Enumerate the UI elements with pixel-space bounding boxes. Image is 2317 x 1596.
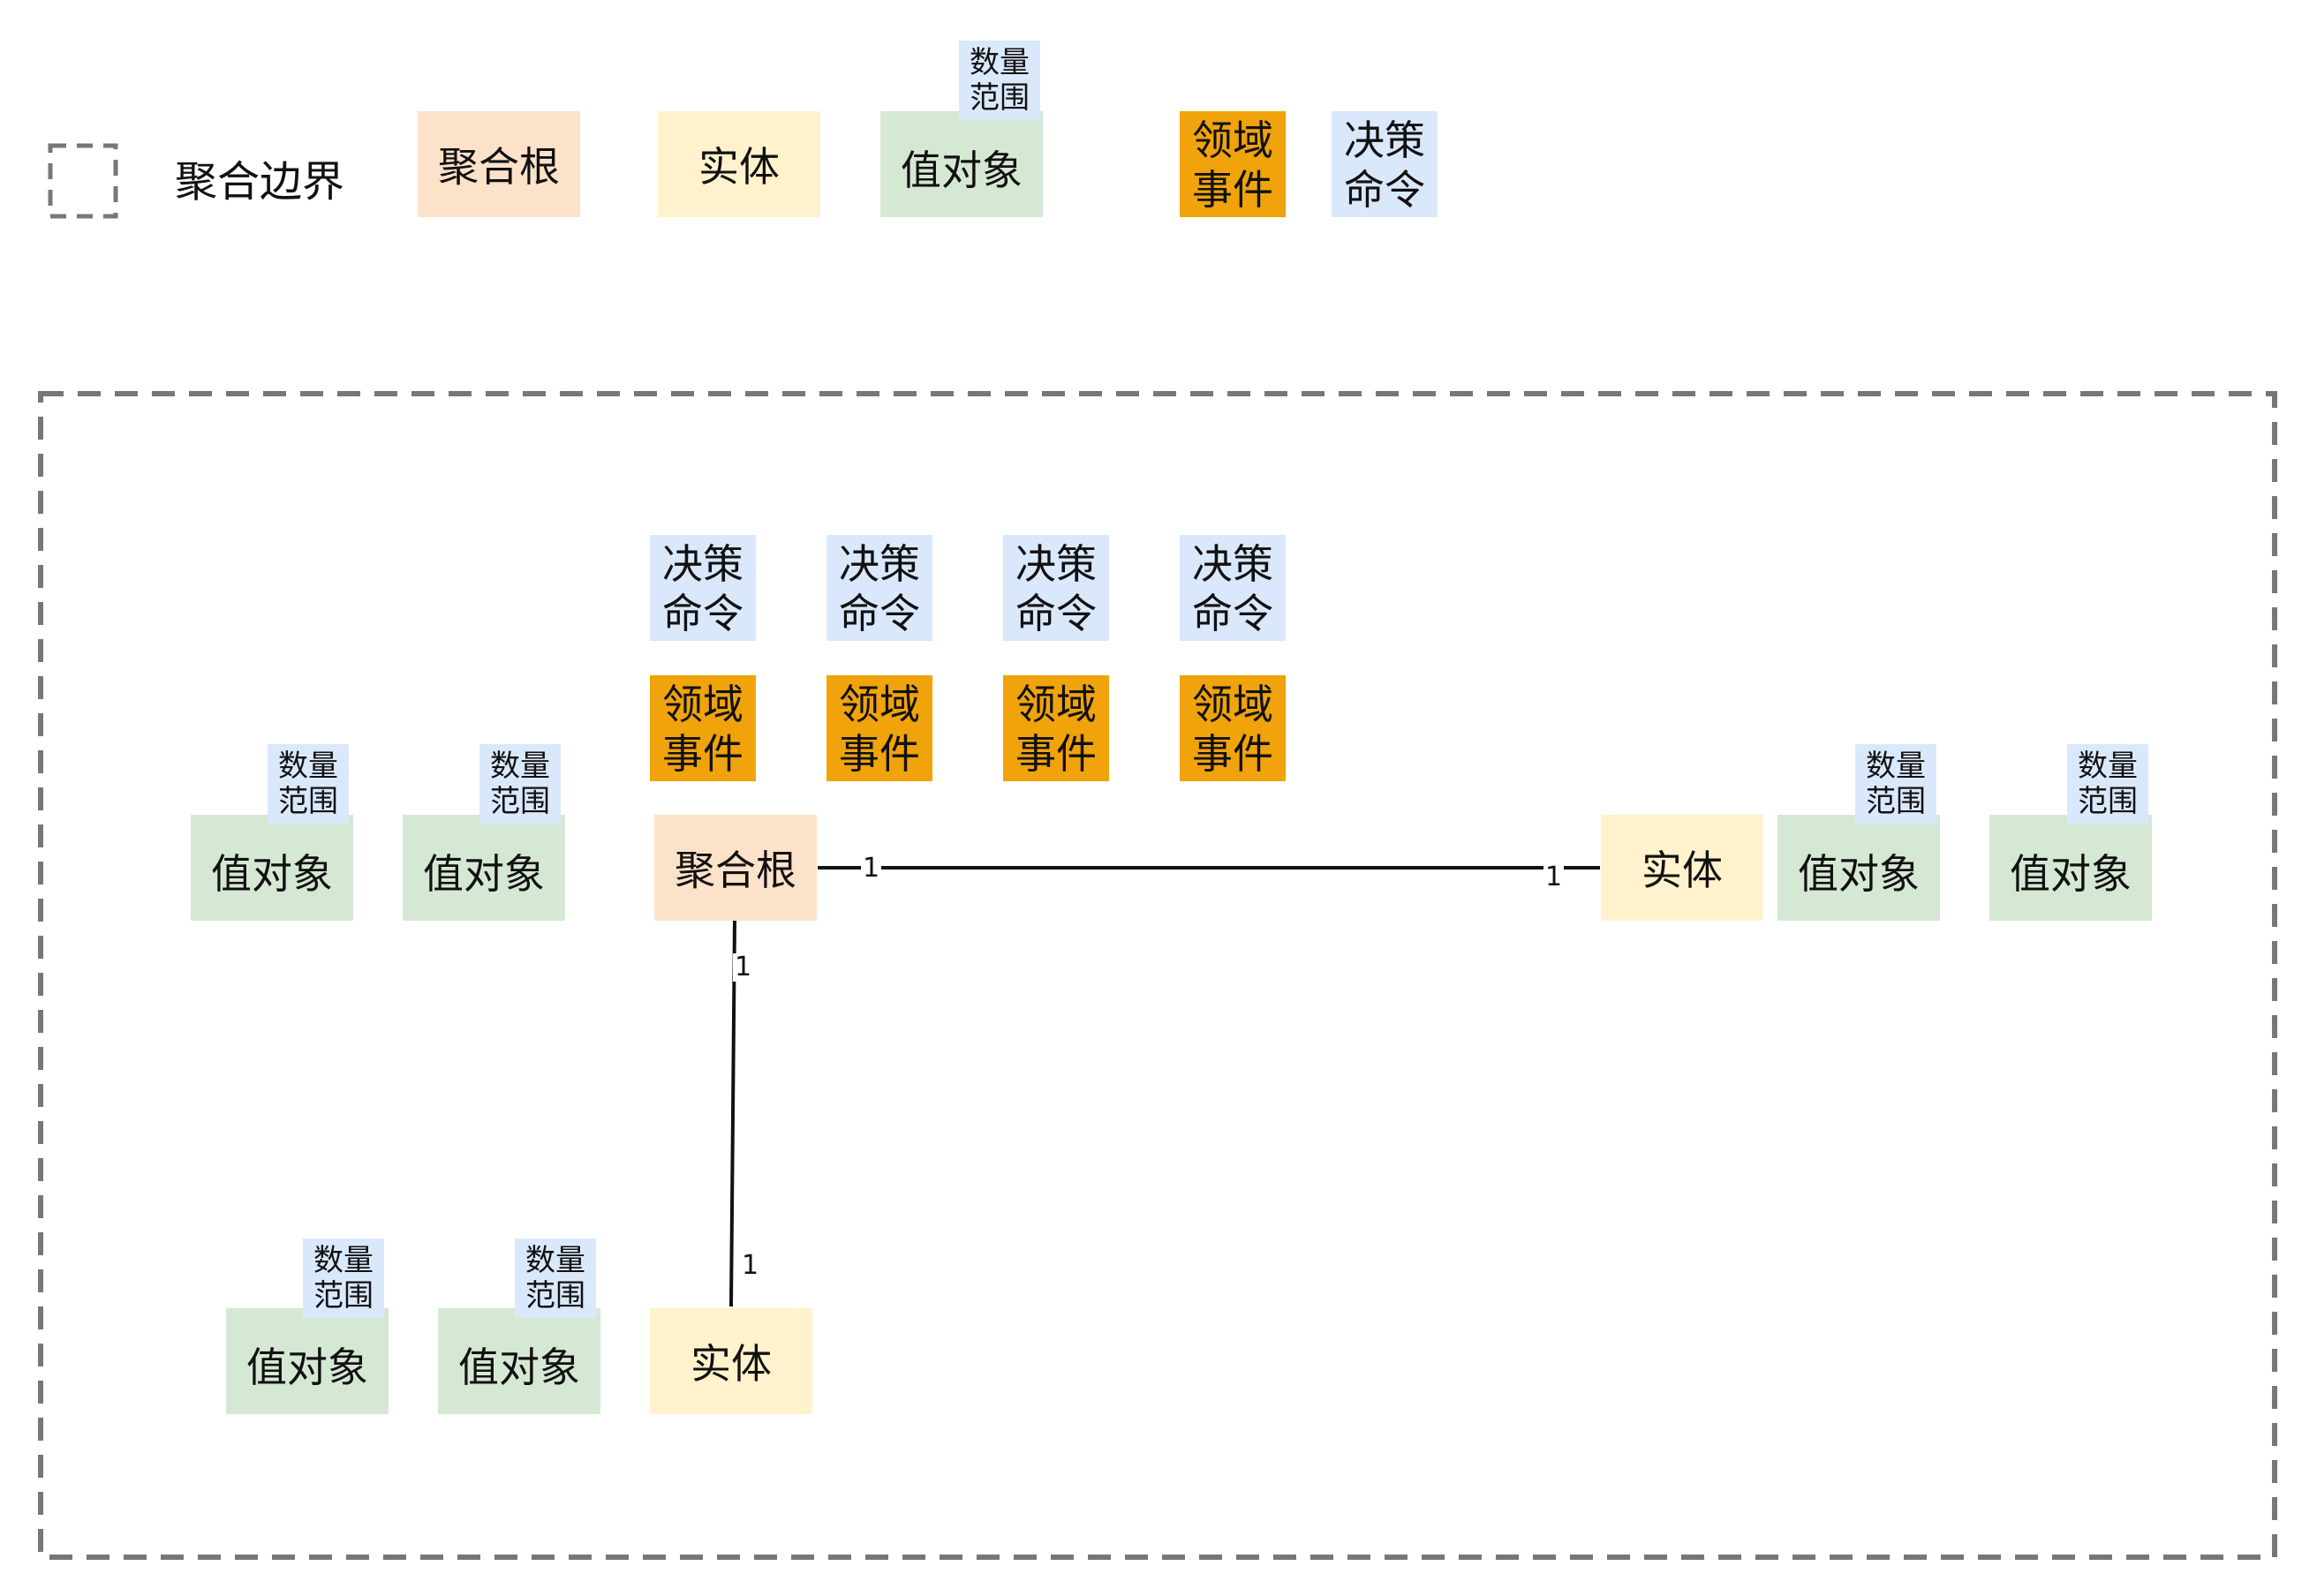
domain-event: 领域 事件 — [1003, 675, 1109, 781]
value-object: 值对象 — [1777, 815, 1940, 921]
legend-boundary-icon — [48, 143, 118, 219]
aggregate-root: 聚合根 — [654, 815, 817, 921]
legend-value-object-tag: 数量 范围 — [959, 41, 1040, 120]
value-object: 值对象 — [191, 815, 353, 921]
entity-bottom: 实体 — [650, 1308, 812, 1414]
legend-boundary-label: 聚合边界 — [175, 157, 345, 207]
decision-command: 决策 命令 — [1180, 535, 1286, 641]
entity-right: 实体 — [1601, 815, 1763, 921]
legend-entity: 实体 — [658, 111, 820, 217]
decision-command: 决策 命令 — [1003, 535, 1109, 641]
value-object-tag: 数量 范围 — [2067, 744, 2148, 824]
multiplicity-root-bottom: 1 — [733, 952, 754, 982]
multiplicity-entity-right: 1 — [1543, 862, 1565, 892]
value-object-tag: 数量 范围 — [303, 1238, 384, 1318]
aggregate-boundary — [38, 391, 2277, 1560]
domain-event: 领域 事件 — [650, 675, 756, 781]
value-object-tag: 数量 范围 — [515, 1238, 596, 1318]
legend-value-object: 值对象 — [880, 111, 1043, 217]
multiplicity-root-right: 1 — [861, 853, 882, 884]
value-object-tag: 数量 范围 — [1855, 744, 1936, 824]
value-object: 值对象 — [403, 815, 565, 921]
relation-line-root-entity-bottom — [729, 920, 736, 1307]
value-object-tag: 数量 范围 — [479, 744, 561, 824]
multiplicity-entity-bottom: 1 — [740, 1250, 761, 1281]
decision-command: 决策 命令 — [650, 535, 756, 641]
legend-aggregate-root: 聚合根 — [418, 111, 580, 217]
legend-domain-event: 领域 事件 — [1180, 111, 1286, 217]
legend-decision-command: 决策 命令 — [1332, 111, 1438, 217]
value-object: 值对象 — [226, 1308, 389, 1414]
value-object: 值对象 — [438, 1308, 600, 1414]
value-object-tag: 数量 范围 — [268, 744, 349, 824]
domain-event: 领域 事件 — [1180, 675, 1286, 781]
decision-command: 决策 命令 — [826, 535, 932, 641]
value-object: 值对象 — [1989, 815, 2152, 921]
domain-event: 领域 事件 — [826, 675, 932, 781]
